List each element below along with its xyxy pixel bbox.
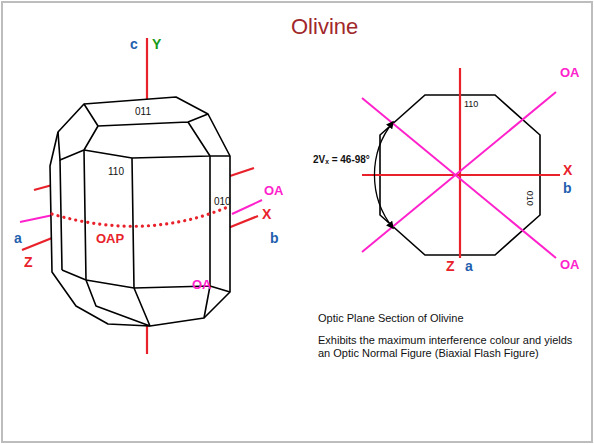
optic-axis-label: OA (560, 258, 580, 273)
crystal-axes (22, 38, 258, 354)
face-index: 110 (108, 166, 124, 178)
axis-label: Y (152, 36, 161, 52)
axis-label: Z (446, 258, 455, 274)
face-index: 010 (524, 191, 534, 206)
angle-label: 2Vₓ = 46-98° (313, 154, 370, 166)
2v-angle-arc (374, 122, 393, 228)
axis-label: a (465, 258, 473, 274)
axis-label: c (130, 36, 138, 52)
note-body: Exhibits the maximum interference colour… (318, 334, 578, 359)
section-optic-axes (362, 92, 556, 258)
face-index: 011 (135, 106, 151, 118)
axis-label: b (270, 230, 279, 246)
optic-axis-label: OA (192, 278, 212, 293)
optic-axis-label: OA (560, 66, 580, 81)
face-index: 110 (464, 99, 478, 109)
optic-axis-label: OA (264, 184, 284, 199)
optic-axial-plane-trace (52, 206, 230, 226)
slide-title: Olivine (291, 14, 358, 39)
olivine-crystal (50, 97, 230, 326)
axis-label: b (563, 180, 572, 196)
section-axes (362, 68, 560, 258)
axis-label: X (563, 162, 572, 178)
note-heading: Optic Plane Section of Olivine (318, 312, 464, 325)
axis-label: Z (24, 254, 33, 270)
axis-label: X (262, 206, 271, 222)
axis-label: a (14, 230, 22, 246)
face-index: 010 (214, 196, 231, 208)
plane-label: OAP (96, 232, 124, 247)
